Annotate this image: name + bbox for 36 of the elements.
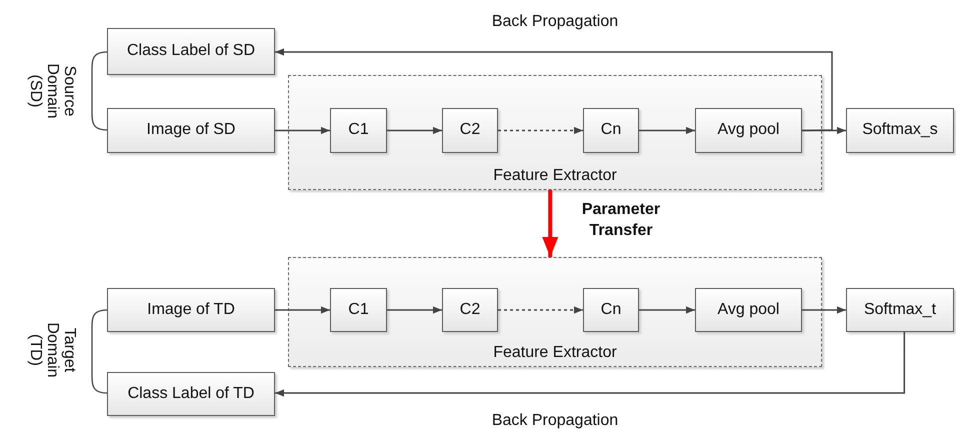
arrow [639, 306, 695, 314]
arrow [542, 190, 558, 257]
arrow [498, 126, 583, 134]
process-box: Class Label of TD [107, 372, 275, 416]
process-box: Cn [583, 108, 639, 153]
process-box: Avg pool [695, 108, 802, 153]
arrow [275, 48, 833, 132]
arrow [498, 306, 583, 314]
edge-label: Parameter Transfer [580, 200, 662, 241]
process-box: Avg pool [695, 288, 802, 332]
process-box: Softmax_t [846, 288, 954, 332]
arrow [387, 126, 442, 134]
group-title: Feature Extractor [493, 344, 617, 362]
arrow [275, 126, 330, 134]
arrow [639, 126, 695, 134]
group-title: Feature Extractor [493, 166, 617, 185]
process-box: Class Label of SD [107, 28, 275, 75]
arrow [275, 332, 906, 397]
arrow [387, 306, 442, 314]
arrow [275, 306, 330, 314]
feature-extractor-group [288, 257, 822, 367]
domain-label: Source Domain (SD) [26, 62, 78, 121]
process-box: Image of SD [107, 108, 275, 153]
process-box: Softmax_s [846, 108, 954, 153]
process-box: C2 [442, 108, 498, 153]
domain-label: Target Domain (TD) [26, 321, 78, 380]
arrow [802, 126, 846, 134]
process-box: C1 [330, 108, 387, 153]
process-box: Image of TD [107, 288, 275, 332]
process-box: C1 [330, 288, 387, 332]
edge-label: Back Propagation [492, 13, 618, 31]
arrow [802, 306, 846, 314]
edge-label: Back Propagation [492, 412, 618, 430]
process-box: C2 [442, 288, 498, 332]
feature-extractor-group [288, 75, 822, 190]
process-box: Cn [583, 288, 639, 332]
